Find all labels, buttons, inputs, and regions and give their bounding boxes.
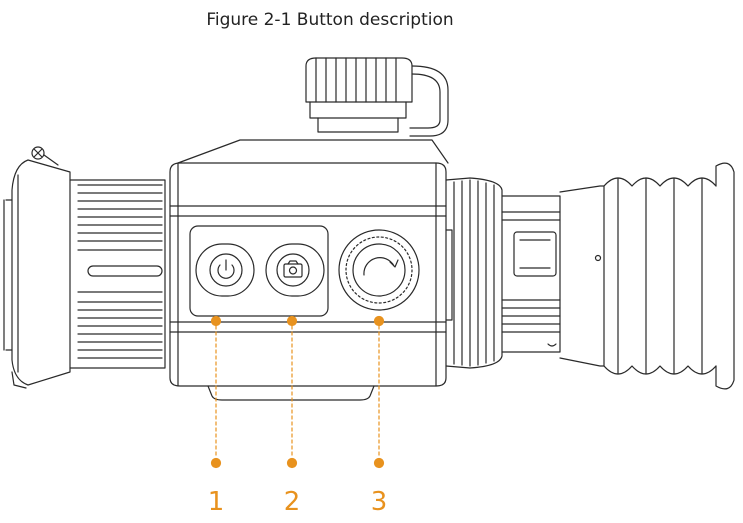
- callout-2: [286, 315, 298, 469]
- power-button[interactable]: [195, 243, 255, 297]
- rotate-arrow-icon: [363, 257, 399, 276]
- eye-cup: [559, 162, 735, 390]
- button-panel: [189, 225, 329, 317]
- lens-cap: [3, 146, 71, 389]
- figure-caption: Figure 2-1 Button description: [206, 10, 454, 30]
- power-icon: [217, 259, 235, 279]
- callout-number-1: 1: [208, 487, 225, 517]
- objective-barrel: [69, 179, 166, 369]
- callout-3: [373, 315, 385, 469]
- eyepiece-barrel: [445, 177, 561, 369]
- callout-number-2: 2: [284, 487, 301, 517]
- top-knob: [305, 57, 449, 137]
- callout-number-3: 3: [371, 487, 388, 517]
- rotary-knob[interactable]: [338, 229, 420, 311]
- camera-icon: [283, 260, 303, 278]
- callouts: [210, 315, 385, 469]
- callout-1: [210, 315, 222, 469]
- main-body: [169, 139, 453, 401]
- capture-button[interactable]: [265, 243, 325, 297]
